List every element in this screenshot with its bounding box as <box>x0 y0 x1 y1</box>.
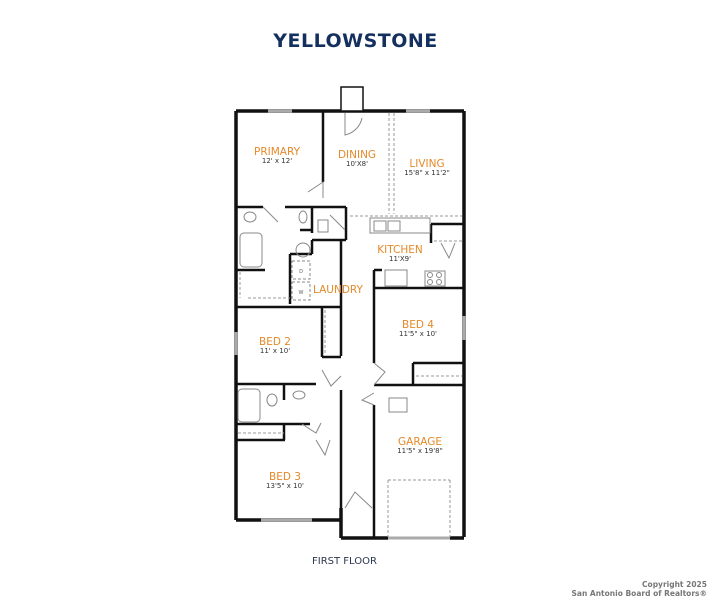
room-bed2-name: BED 2 <box>259 336 291 348</box>
sink-primary <box>298 210 308 224</box>
room-bed4-dim: 11'5" x 10' <box>399 330 437 338</box>
sink-counter <box>369 217 431 234</box>
room-bed3-name: BED 3 <box>269 471 301 483</box>
room-primary-name: PRIMARY <box>254 146 301 158</box>
room-garage-name: GARAGE <box>398 436 442 448</box>
hvac <box>317 219 329 233</box>
floor-label: FIRST FLOOR <box>312 556 377 567</box>
copyright-line2: San Antonio Board of Realtors® <box>571 589 708 598</box>
room-garage-dim: 11'5" x 19'8" <box>397 447 443 455</box>
bath-fixtures <box>237 210 408 423</box>
sink-left <box>373 220 387 232</box>
copyright-line1: Copyright 2025 <box>642 580 707 589</box>
range <box>424 270 446 287</box>
closet-door <box>329 214 346 231</box>
bed4-door <box>373 362 386 386</box>
bed3-door <box>315 439 331 457</box>
windows <box>234 109 466 540</box>
room-dining-name: DINING <box>338 149 376 161</box>
copyright-notice: Copyright 2025 San Antonio Board of Real… <box>572 580 708 598</box>
room-labels: PRIMARY 12' x 12' DINING 10'X8' LIVING 1… <box>254 146 450 490</box>
room-dining-dim: 10'X8' <box>346 160 368 168</box>
room-living-name: LIVING <box>409 158 444 170</box>
room-kitchen-dim: 11'X9' <box>389 255 411 263</box>
garage-hvac <box>388 397 408 413</box>
plan-title: YELLOWSTONE <box>273 30 438 52</box>
room-living-dim: 15'8" x 11'2" <box>404 169 450 177</box>
pantry-door <box>440 242 456 260</box>
porch-step <box>340 86 364 112</box>
island <box>384 269 408 287</box>
toilet-bath2 <box>266 393 278 407</box>
kitchen-fixtures <box>369 217 446 287</box>
sink-bath2 <box>292 390 306 400</box>
sink-right <box>387 220 401 232</box>
bath-door <box>262 206 279 223</box>
door-swings <box>262 113 456 509</box>
laundry-appliances <box>291 260 311 301</box>
room-bed3-dim: 13'5" x 10' <box>266 482 304 490</box>
entry-door <box>344 491 373 509</box>
front-door <box>344 113 363 136</box>
room-kitchen-name: KITCHEN <box>377 244 423 256</box>
toilet-primary <box>243 211 257 223</box>
bed2-door <box>321 369 342 387</box>
interior-walls <box>236 111 464 538</box>
tub-bath2 <box>237 388 261 423</box>
primary-door <box>307 181 324 198</box>
bath2-door <box>301 422 322 434</box>
room-bed2-dim: 11' x 10' <box>260 347 290 355</box>
room-laundry-name: LAUNDRY <box>313 284 364 296</box>
dashed-lines <box>238 113 462 537</box>
tub-primary <box>239 232 263 268</box>
room-bed4-name: BED 4 <box>402 319 434 331</box>
garage-door <box>360 392 375 406</box>
washer-label: W <box>299 290 304 296</box>
dryer-label: D <box>299 269 303 275</box>
room-primary-dim: 12' x 12' <box>262 157 292 165</box>
water-heater <box>295 242 311 258</box>
